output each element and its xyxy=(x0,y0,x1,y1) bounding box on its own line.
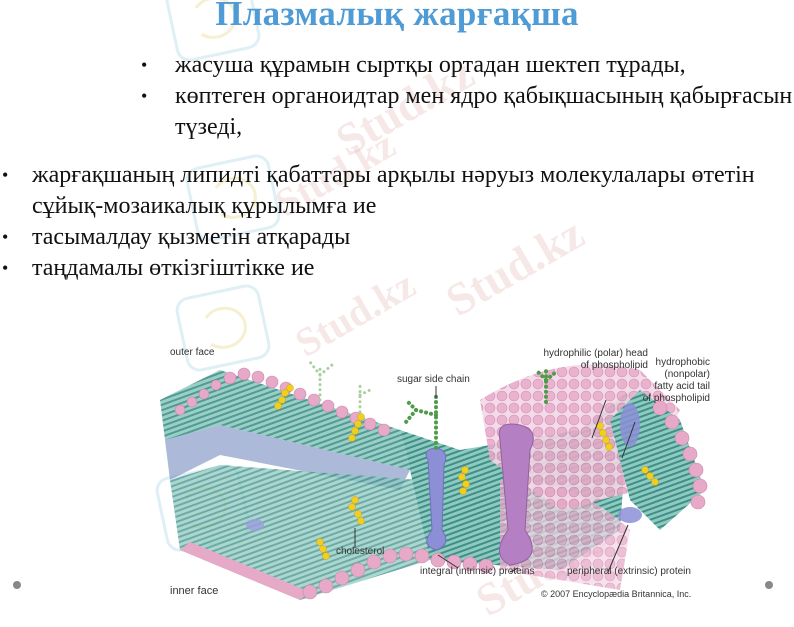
bullet-item: • жарғақшаның липидті қабаттары арқылы нә… xyxy=(0,160,762,222)
bullet-text: таңдамалы өткізгіштікке ие xyxy=(32,255,315,281)
label-cholesterol: cholesterol xyxy=(336,546,385,557)
label-hydrophobic-tail: hydrophobic (nonpolar) fatty acid tail o… xyxy=(642,357,710,404)
intro-bullet-list: • жасуша құрамын сыртқы ортадан шектеп тұ… xyxy=(141,50,794,143)
label-inner-face: inner face xyxy=(170,585,219,597)
main-bullet-list: • жарғақшаның липидті қабаттары арқылы нә… xyxy=(0,160,762,284)
label-outer-face: outer face xyxy=(170,347,215,358)
bullet-item: • көптеген органоидтар мен ядро қабықшасы… xyxy=(141,81,794,143)
label-hydrophilic-head: hydrophilic (polar) head of phospholipid xyxy=(543,348,648,371)
nav-dot-left xyxy=(13,581,21,589)
slide-title: Плазмалық жарғақша xyxy=(215,0,579,33)
label-peripheral-protein: peripheral (extrinsic) protein xyxy=(567,566,691,577)
nav-dot-right xyxy=(765,581,773,589)
bullet-icon: • xyxy=(2,258,9,278)
label-sugar-side-chain: sugar side chain xyxy=(397,374,470,385)
bullet-icon: • xyxy=(141,55,148,75)
bullet-text: көптеген органоидтар мен ядро қабықшасын… xyxy=(175,83,793,140)
membrane-diagram: outer face sugar side chain hydrophilic … xyxy=(160,330,760,600)
bullet-item: • таңдамалы өткізгіштікке ие xyxy=(0,253,762,284)
bullet-icon: • xyxy=(2,227,9,247)
bullet-icon: • xyxy=(2,165,9,185)
bullet-text: жарғақшаның липидті қабаттары арқылы нәр… xyxy=(32,162,755,219)
bullet-item: • тасымалдау қызметін атқарады xyxy=(0,222,762,253)
label-integral-proteins: integral (intrinsic) proteins xyxy=(420,566,535,577)
bullet-item: • жасуша құрамын сыртқы ортадан шектеп тұ… xyxy=(141,50,794,81)
bullet-text: жасуша құрамын сыртқы ортадан шектеп тұр… xyxy=(175,52,686,78)
membrane-illustration xyxy=(160,360,708,600)
bullet-icon: • xyxy=(141,86,148,106)
bullet-text: тасымалдау қызметін атқарады xyxy=(32,224,351,250)
copyright-text: © 2007 Encyclopædia Britannica, Inc. xyxy=(541,589,692,599)
